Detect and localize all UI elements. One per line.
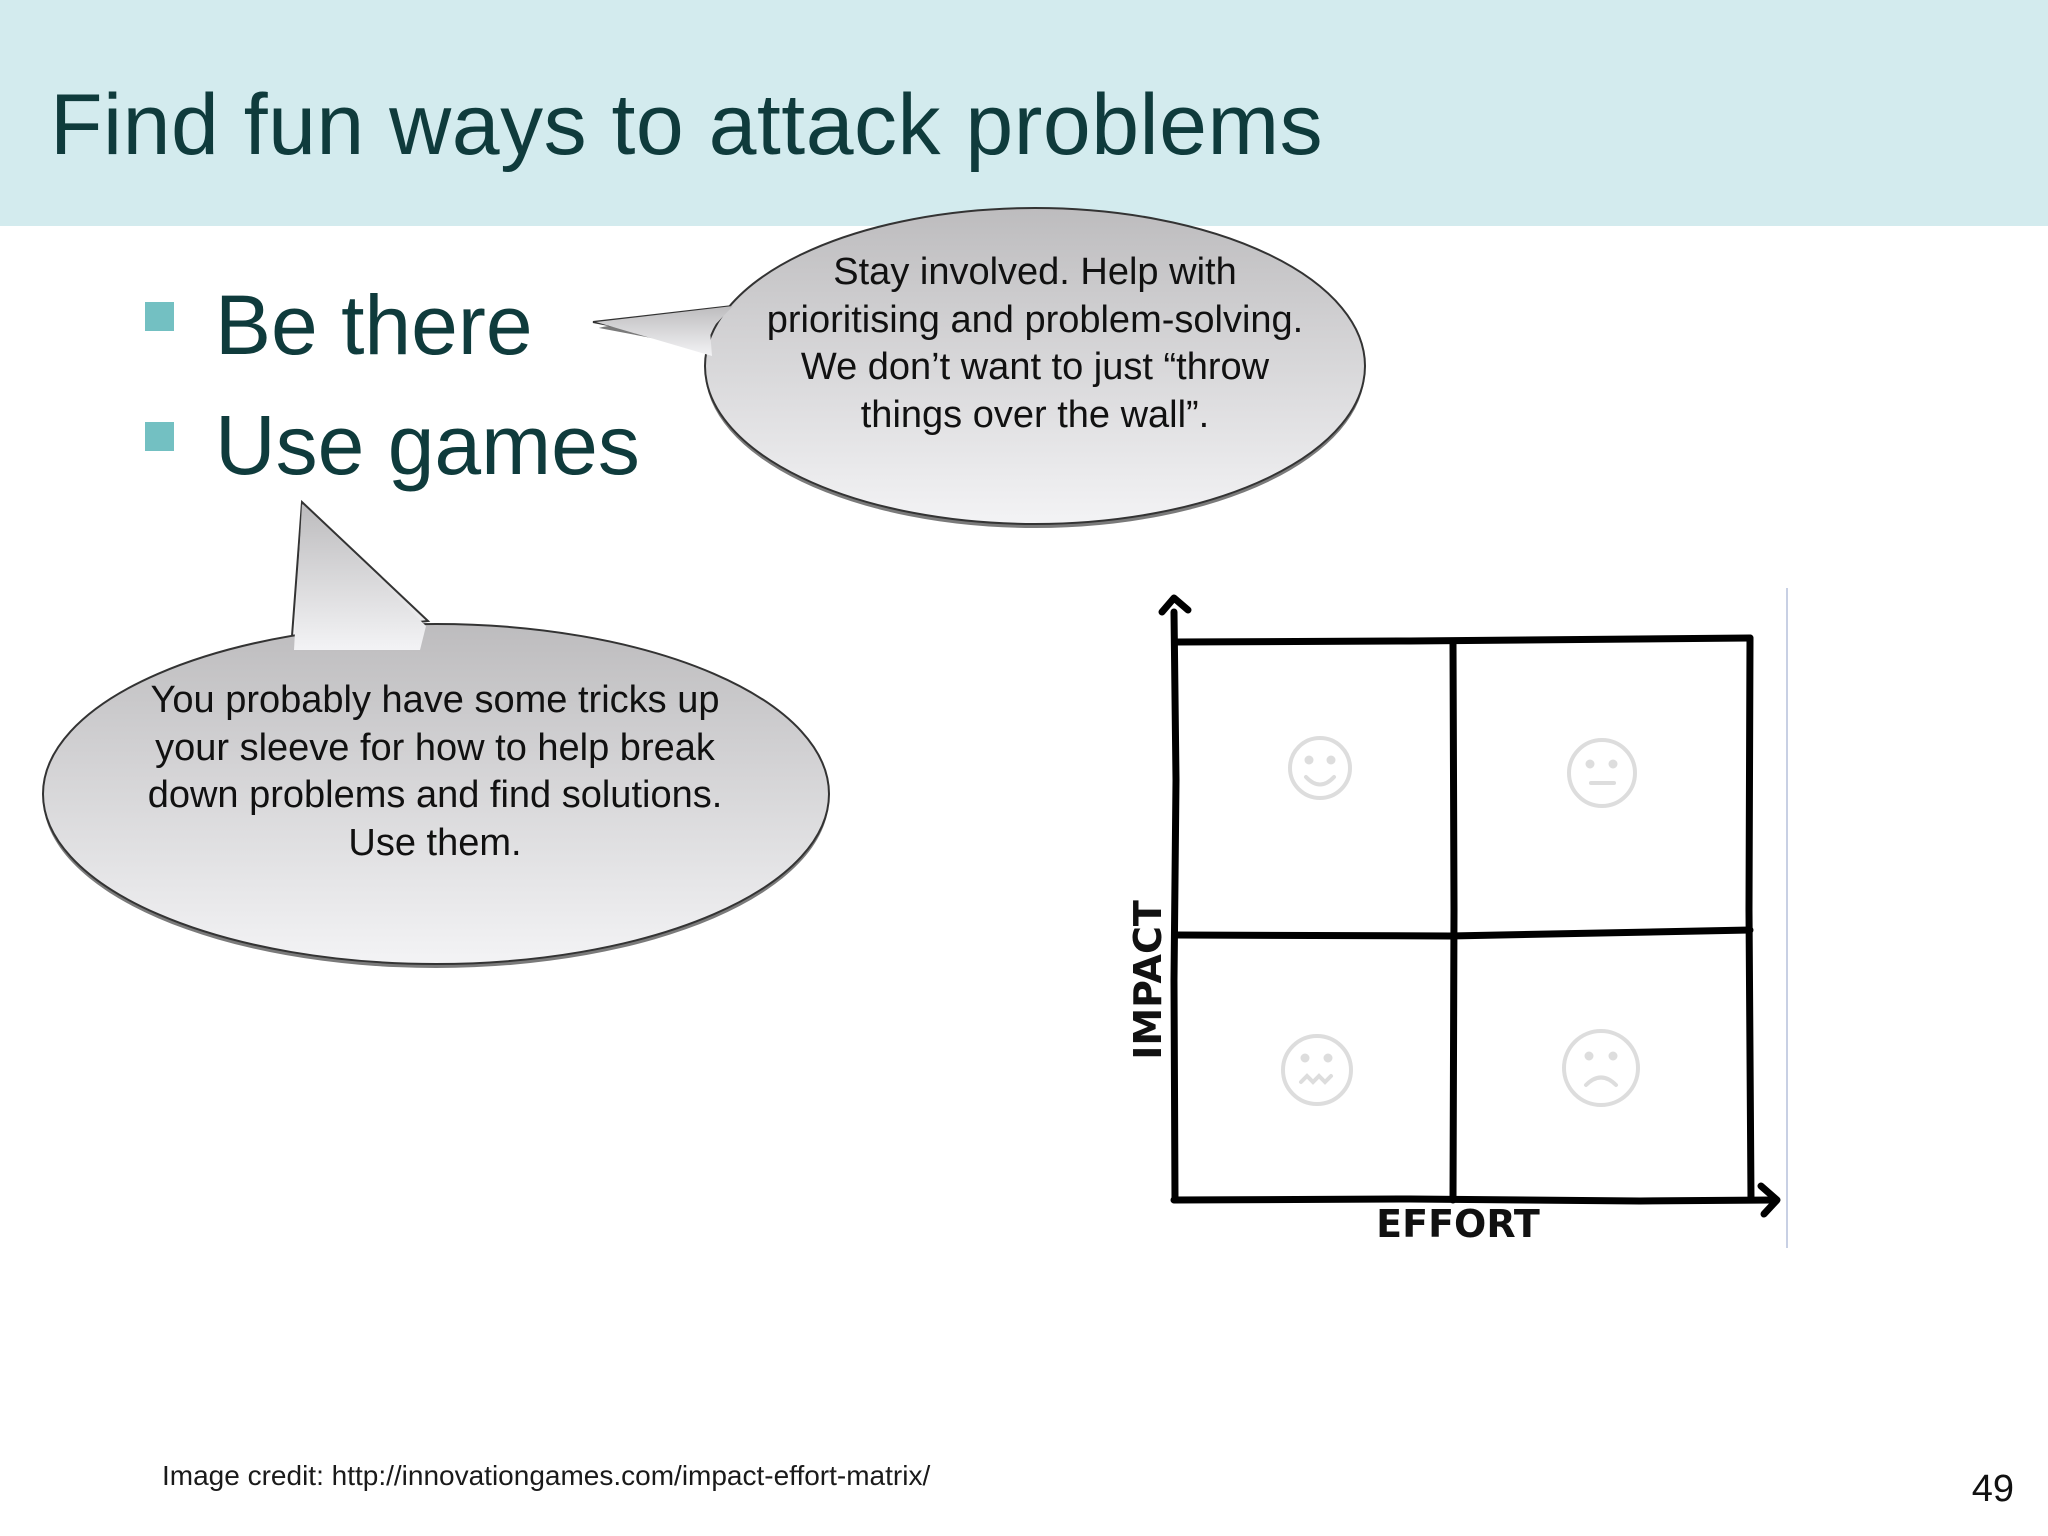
matrix-top-border xyxy=(1172,634,1754,646)
neutral-face-icon xyxy=(1567,738,1637,808)
y-axis-arrow-icon xyxy=(1158,594,1192,616)
matrix-horizontal-divider xyxy=(1172,926,1754,940)
slide-title: Find fun ways to attack problems xyxy=(50,77,1324,173)
frown-face-icon xyxy=(1562,1029,1640,1107)
bullet-label: Use games xyxy=(215,398,640,492)
impact-effort-matrix: IMPACT EFFORT xyxy=(1126,588,1788,1248)
callout-text-tricks: You probably have some tricks up your sl… xyxy=(147,679,723,864)
callout-text-involved: Stay involved. Help with prioritising an… xyxy=(766,251,1304,436)
smile-face-icon xyxy=(1288,736,1352,800)
bullet-square-icon xyxy=(145,422,174,451)
title-banner xyxy=(0,0,2048,226)
matrix-y-axis xyxy=(1170,608,1180,1204)
x-axis-arrow-icon xyxy=(1757,1182,1781,1218)
matrix-vertical-divider xyxy=(1449,638,1458,1204)
page-number: 49 xyxy=(1971,1468,2014,1510)
matrix-x-axis xyxy=(1170,1195,1779,1205)
wavy-mouth-face-icon xyxy=(1281,1034,1353,1106)
bullet-square-icon xyxy=(145,302,174,331)
matrix-right-border xyxy=(1745,634,1755,1204)
matrix-y-label: IMPACT xyxy=(1126,900,1170,1060)
matrix-x-label: EFFORT xyxy=(1376,1202,1540,1246)
bullet-label: Be there xyxy=(215,278,533,372)
image-credit: Image credit: http://innovationgames.com… xyxy=(162,1460,931,1491)
